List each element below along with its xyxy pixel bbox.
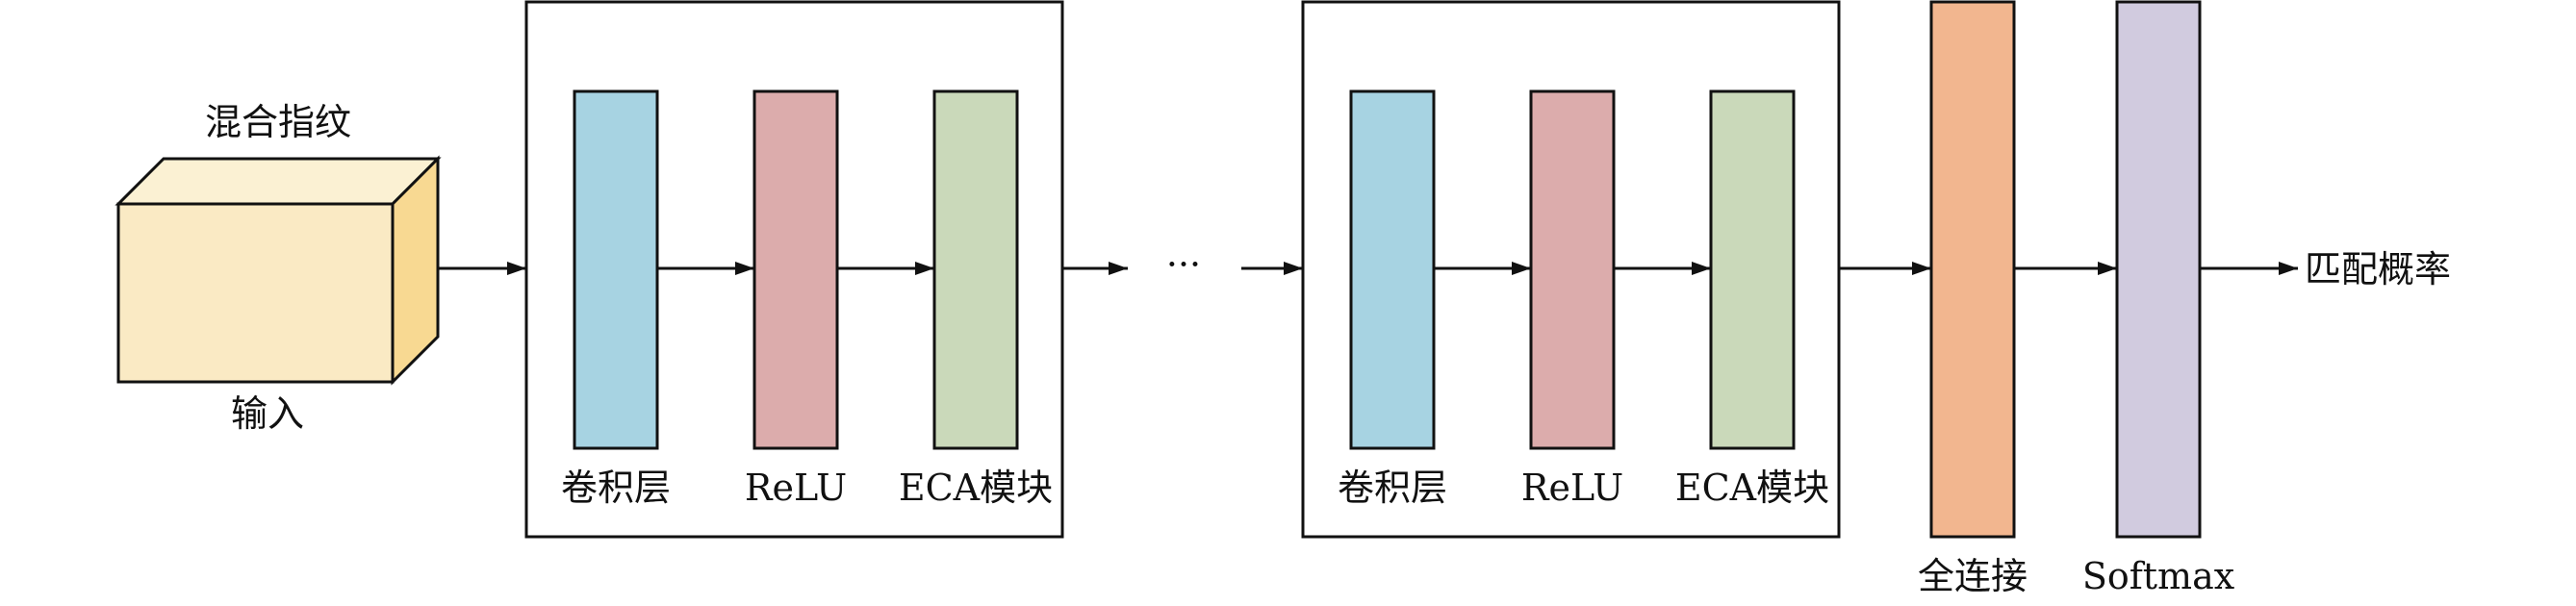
input-cuboid [115, 155, 442, 386]
fully-connected-label: 全连接 [1918, 555, 2028, 597]
block-1-relu-layer [752, 89, 839, 450]
block-2-conv-label: 卷积层 [1338, 467, 1447, 509]
softmax-label: Softmax [2082, 555, 2234, 597]
block-1-relu-label: ReLU [745, 467, 847, 509]
softmax-layer [2115, 0, 2202, 539]
block-1-conv-layer [573, 89, 659, 450]
input-bottom-label: 输入 [231, 392, 304, 435]
cuboid-top-face [115, 157, 442, 206]
block-1-conv-label: 卷积层 [561, 467, 671, 509]
block-2-eca-label: ECA模块 [1675, 467, 1829, 509]
output-label: 匹配概率 [2305, 248, 2451, 290]
block-2-eca-module [1709, 89, 1796, 450]
fully-connected-layer [1929, 0, 2016, 539]
block-1-eca-label: ECA模块 [899, 467, 1053, 509]
block-1-eca-module [932, 89, 1019, 450]
input-top-label: 混合指纹 [205, 101, 351, 143]
block-2-relu-layer [1529, 89, 1616, 450]
ellipsis: ··· [1166, 243, 1201, 286]
block-2-conv-layer [1349, 89, 1436, 450]
block-2-relu-label: ReLU [1521, 467, 1623, 509]
cuboid-front-face [116, 202, 395, 384]
